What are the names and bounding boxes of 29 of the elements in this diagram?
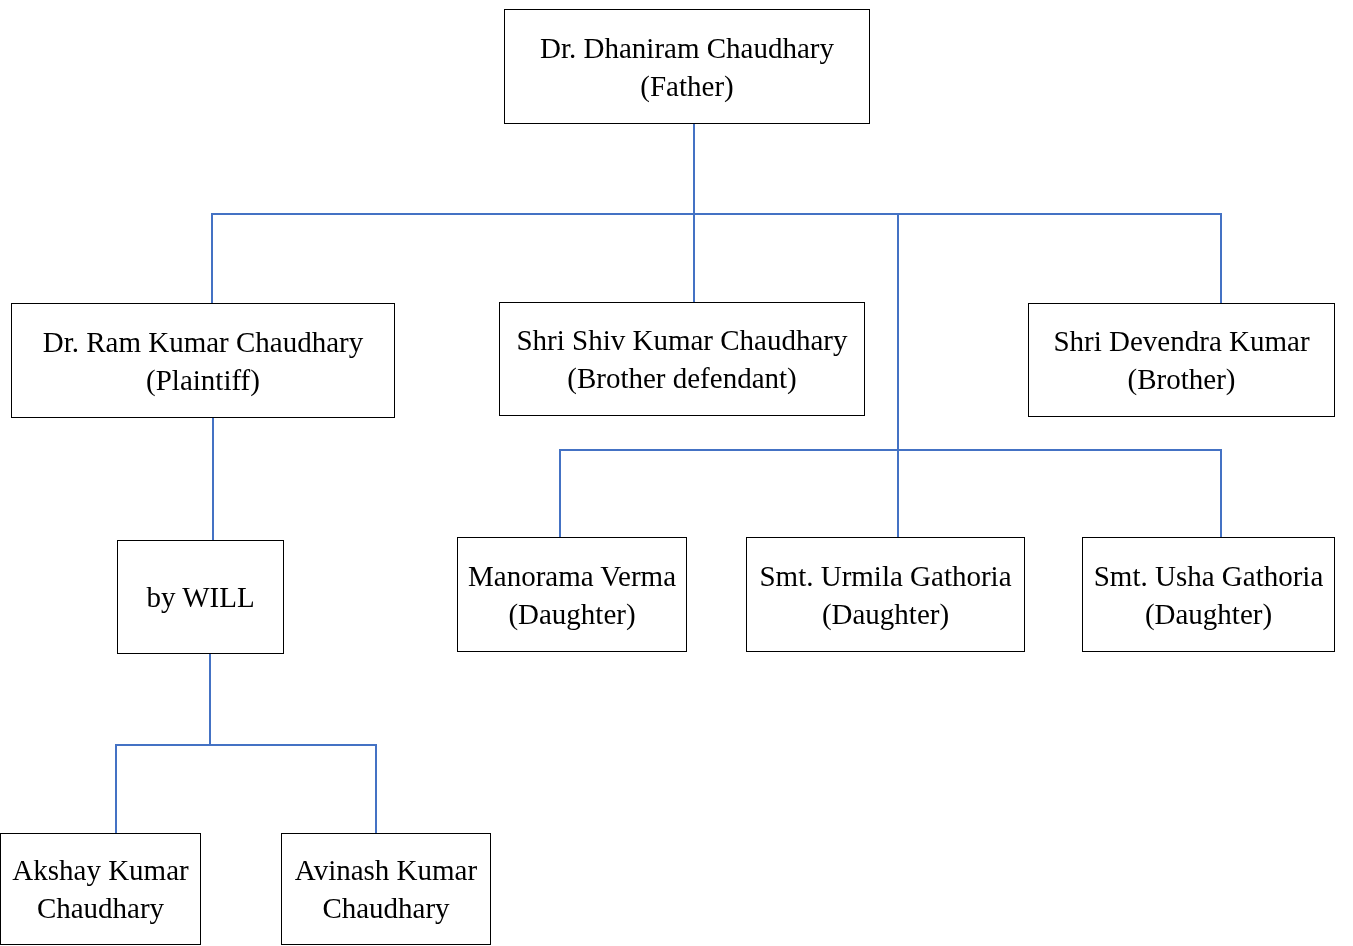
person-label: Manorama Verma	[468, 558, 676, 594]
person-box	[1082, 537, 1335, 652]
connector-line	[209, 653, 377, 834]
person-box	[0, 833, 201, 945]
person-box	[499, 302, 865, 416]
person-label: Shri Shiv Kumar Chaudhary	[516, 323, 848, 358]
person-box	[457, 537, 687, 652]
person-label: Shri Devendra Kumar	[1053, 324, 1310, 359]
person-label: (Daughter)	[508, 596, 636, 632]
person-box	[1028, 303, 1335, 417]
person-label: (Father)	[640, 68, 734, 104]
person-box	[11, 303, 395, 418]
person-label: Avinash Kumar Chaudhary	[293, 853, 479, 926]
person-label: Dr. Dhaniram Chaudhary	[540, 30, 834, 66]
person-box	[504, 9, 870, 124]
person-label: Dr. Ram Kumar Chaudhary	[42, 324, 364, 360]
person-label: Akshay Kumar Chaudhary	[11, 853, 190, 926]
person-label: (Brother defendant)	[567, 361, 797, 396]
person-box	[281, 833, 491, 945]
person-box	[117, 540, 284, 654]
person-label: (Brother)	[1127, 362, 1236, 397]
person-label: by WILL	[146, 580, 255, 615]
connector-line	[212, 417, 214, 541]
person-label: Smt. Urmila Gathoria	[759, 558, 1012, 594]
person-label: (Daughter)	[1144, 596, 1273, 632]
person-label: (Daughter)	[821, 596, 950, 632]
person-box	[746, 537, 1025, 652]
person-label: (Plaintiff)	[146, 362, 260, 398]
person-label: Smt. Usha Gathoria	[1093, 558, 1324, 594]
